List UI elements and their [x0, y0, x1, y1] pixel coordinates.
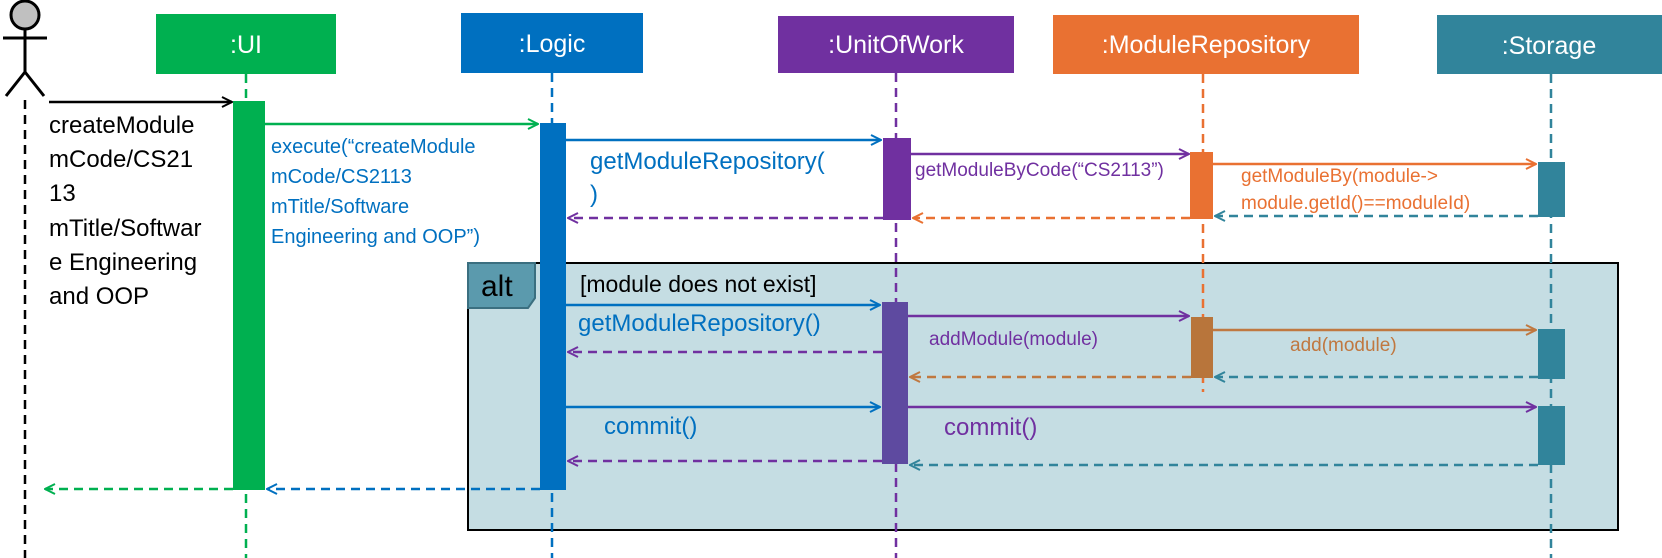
activation-storage-2: [1538, 329, 1565, 379]
label-get-by-line: module.getId()==moduleId): [1241, 193, 1470, 214]
label-execute-line: mTitle/Software: [271, 196, 409, 218]
alt-fragment: alt [module does not exist]: [467, 262, 1619, 531]
activation-storage-1: [1538, 162, 1565, 217]
label-user-command-line: createModule: [49, 112, 194, 139]
label-user-command-line: and OOP: [49, 283, 149, 310]
activation-modulerepository-1: [1190, 152, 1213, 219]
participant-ui: :UI: [156, 14, 336, 74]
label-user-command: createModule mCode/CS21 13 mTitle/Softwa…: [49, 112, 208, 310]
label-get-by-line: getModuleBy(module->: [1241, 166, 1438, 187]
participant-unitofwork: :UnitOfWork: [778, 16, 1014, 73]
label-execute-line: Engineering and OOP”): [271, 226, 480, 248]
participant-logic: :Logic: [461, 13, 643, 73]
stick-figure-icon: [3, 0, 47, 97]
label-add: add(module): [1290, 335, 1397, 356]
alt-operator-tab: [467, 262, 536, 309]
label-get-repo-2: getModuleRepository(): [578, 310, 821, 337]
label-get-repo-1: getModuleRepository( ): [590, 148, 831, 208]
label-get-by-code: getModuleByCode(“CS2113”): [915, 160, 1164, 181]
label-user-command-line: 13: [49, 180, 76, 207]
label-add-module: addModule(module): [929, 329, 1098, 350]
label-execute-line: execute(“createModule: [271, 136, 476, 158]
participant-logic-label: :Logic: [519, 30, 586, 58]
label-commit-logic: commit(): [604, 413, 697, 440]
participant-storage-label: :Storage: [1502, 32, 1597, 60]
participant-modulerepository: :ModuleRepository: [1053, 15, 1359, 74]
label-commit-uow: commit(): [944, 414, 1037, 441]
label-get-by: getModuleBy(module-> module.getId()==mod…: [1241, 166, 1470, 214]
actor: [3, 0, 47, 558]
alt-fragment-box: [467, 262, 1619, 531]
label-user-command-line: mTitle/Softwar: [49, 215, 201, 242]
label-get-repo-1-line: ): [590, 181, 598, 208]
participant-ui-label: :UI: [230, 31, 262, 59]
label-execute: execute(“createModule mCode/CS2113 mTitl…: [271, 136, 481, 248]
activation-storage-3: [1538, 406, 1565, 465]
label-get-repo-1-line: getModuleRepository(: [590, 148, 825, 175]
activation-logic: [540, 123, 566, 490]
activation-unitofwork-2: [882, 302, 908, 464]
alt-operator-label: alt: [481, 270, 513, 303]
label-execute-line: mCode/CS2113: [271, 166, 412, 188]
activation-unitofwork-1: [883, 138, 911, 220]
alt-guard: [module does not exist]: [580, 271, 817, 297]
label-user-command-line: e Engineering: [49, 249, 197, 276]
participant-unitofwork-label: :UnitOfWork: [828, 31, 964, 59]
participant-modulerepository-label: :ModuleRepository: [1102, 31, 1311, 59]
activation-ui: [233, 101, 265, 490]
label-user-command-line: mCode/CS21: [49, 146, 193, 173]
participant-storage: :Storage: [1437, 15, 1662, 74]
activation-modulerepository-2: [1191, 317, 1213, 378]
